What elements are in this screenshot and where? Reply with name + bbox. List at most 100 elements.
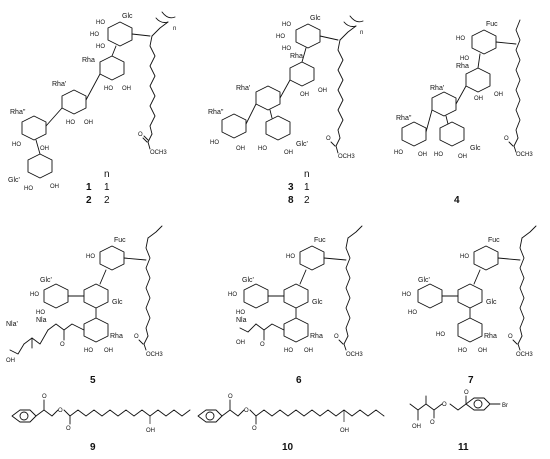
svg-text:n: n xyxy=(360,30,363,36)
svg-text:HO: HO xyxy=(24,186,33,192)
svg-text:OH: OH xyxy=(146,428,155,434)
svg-text:O: O xyxy=(260,342,265,348)
svg-text:Glc': Glc' xyxy=(296,141,308,148)
svg-text:OH: OH xyxy=(284,150,293,156)
compound-label-1: 1 xyxy=(86,182,92,193)
svg-text:HO: HO xyxy=(210,140,219,146)
svg-text:O: O xyxy=(442,402,447,408)
svg-text:OCH3: OCH3 xyxy=(346,352,363,358)
svg-text:O: O xyxy=(326,136,331,142)
svg-text:OH: OH xyxy=(40,146,49,152)
svg-text:Glc: Glc xyxy=(310,15,321,22)
label-rha: Rha xyxy=(82,57,95,64)
svg-text:HO: HO xyxy=(36,310,45,316)
svg-text:HO: HO xyxy=(66,120,75,126)
svg-text:Glc: Glc xyxy=(312,299,323,306)
svg-text:HO: HO xyxy=(258,146,267,152)
svg-text:Rha'': Rha'' xyxy=(396,115,412,122)
svg-text:Rha'': Rha'' xyxy=(208,109,224,116)
svg-text:HO: HO xyxy=(96,44,105,50)
svg-text:OH: OH xyxy=(478,348,487,354)
structure-11: OH O O O Br 11 xyxy=(409,390,508,453)
structure-10: O O O OH 10 xyxy=(197,394,385,453)
compound-label-10: 10 xyxy=(282,442,294,453)
structure-1-2: n O OCH3 Glc HO HO HO Rha HO OH Rha' HO … xyxy=(8,11,176,206)
svg-text:OH: OH xyxy=(458,154,467,160)
svg-text:O: O xyxy=(60,342,65,348)
svg-text:O: O xyxy=(252,426,257,432)
svg-text:Nla: Nla xyxy=(236,317,247,324)
structure-9: O O O OH 9 xyxy=(11,394,191,453)
compound-label-7: 7 xyxy=(468,375,474,386)
svg-text:HO: HO xyxy=(96,20,105,26)
compound-label-6: 6 xyxy=(296,375,302,386)
svg-text:HO: HO xyxy=(456,36,465,42)
repeat-n-label: n xyxy=(173,26,176,32)
svg-text:O: O xyxy=(504,136,509,142)
svg-text:HO: HO xyxy=(458,348,467,354)
svg-text:HO: HO xyxy=(228,292,237,298)
svg-text:O: O xyxy=(244,408,249,414)
structure-7: O OCH3 Fuc HO Glc Glc' HO HO Rha HO HO O… xyxy=(402,225,537,386)
n-value-2: 2 xyxy=(104,195,110,206)
svg-text:OH: OH xyxy=(318,88,327,94)
svg-text:Fuc: Fuc xyxy=(114,237,126,244)
svg-text:O: O xyxy=(228,394,233,400)
svg-text:Rha': Rha' xyxy=(430,85,444,92)
svg-text:Rha: Rha xyxy=(110,333,123,340)
svg-text:HO: HO xyxy=(436,332,445,338)
svg-text:OH: OH xyxy=(50,184,59,190)
svg-text:HO: HO xyxy=(286,254,295,260)
svg-text:HO: HO xyxy=(460,254,469,260)
label-rha-prime: Rha' xyxy=(52,81,66,88)
carbonyl-o: O xyxy=(138,132,143,138)
svg-text:HO: HO xyxy=(30,292,39,298)
svg-text:OH: OH xyxy=(236,146,245,152)
svg-text:n: n xyxy=(304,169,310,180)
svg-text:Fuc: Fuc xyxy=(488,237,500,244)
svg-text:HO: HO xyxy=(284,348,293,354)
svg-text:OH: OH xyxy=(236,340,245,346)
svg-text:HO: HO xyxy=(394,150,403,156)
compound-label-8: 8 xyxy=(288,195,294,206)
label-glc-prime: Glc' xyxy=(8,177,20,184)
structure-3-8: n O OCH3 Glc HO HO HO Rha OH OH Rha' Rha… xyxy=(208,15,364,206)
compound-label-9: 9 xyxy=(90,442,96,453)
svg-text:O: O xyxy=(508,334,513,340)
compound-label-11: 11 xyxy=(458,442,469,453)
svg-text:HO: HO xyxy=(276,34,285,40)
svg-text:HO: HO xyxy=(90,32,99,38)
svg-text:Rha: Rha xyxy=(484,333,497,340)
svg-text:HO: HO xyxy=(408,310,417,316)
label-nla-prime: Nla' xyxy=(6,321,18,328)
svg-text:HO: HO xyxy=(104,86,113,92)
compound-label-2: 2 xyxy=(86,195,92,206)
svg-text:OH: OH xyxy=(494,92,503,98)
svg-text:OCH3: OCH3 xyxy=(146,352,163,358)
svg-text:HO: HO xyxy=(86,254,95,260)
svg-text:O: O xyxy=(334,334,339,340)
label-glc: Glc xyxy=(122,13,133,20)
svg-text:Glc: Glc xyxy=(112,299,123,306)
svg-text:HO: HO xyxy=(282,22,291,28)
svg-text:OH: OH xyxy=(104,348,113,354)
structure-4: O OCH3 Fuc HO HO Rha OH OH Rha' Rha'' HO… xyxy=(394,19,533,206)
svg-text:Glc': Glc' xyxy=(40,277,52,284)
svg-text:HO: HO xyxy=(84,348,93,354)
svg-text:OH: OH xyxy=(300,92,309,98)
svg-text:Rha: Rha xyxy=(290,53,303,60)
svg-text:OH: OH xyxy=(340,428,349,434)
svg-text:OCH3: OCH3 xyxy=(516,352,533,358)
label-fuc: Fuc xyxy=(486,21,498,28)
svg-text:OH: OH xyxy=(474,96,483,102)
svg-text:OCH3: OCH3 xyxy=(516,152,533,158)
svg-text:HO: HO xyxy=(460,56,469,62)
svg-text:HO: HO xyxy=(434,152,443,158)
svg-text:Glc: Glc xyxy=(486,299,497,306)
svg-text:1: 1 xyxy=(304,182,310,193)
svg-text:HO: HO xyxy=(12,142,21,148)
svg-text:OCH3: OCH3 xyxy=(338,154,355,160)
compound-label-4: 4 xyxy=(454,195,460,206)
svg-text:HO: HO xyxy=(236,310,245,316)
svg-text:2: 2 xyxy=(304,195,310,206)
